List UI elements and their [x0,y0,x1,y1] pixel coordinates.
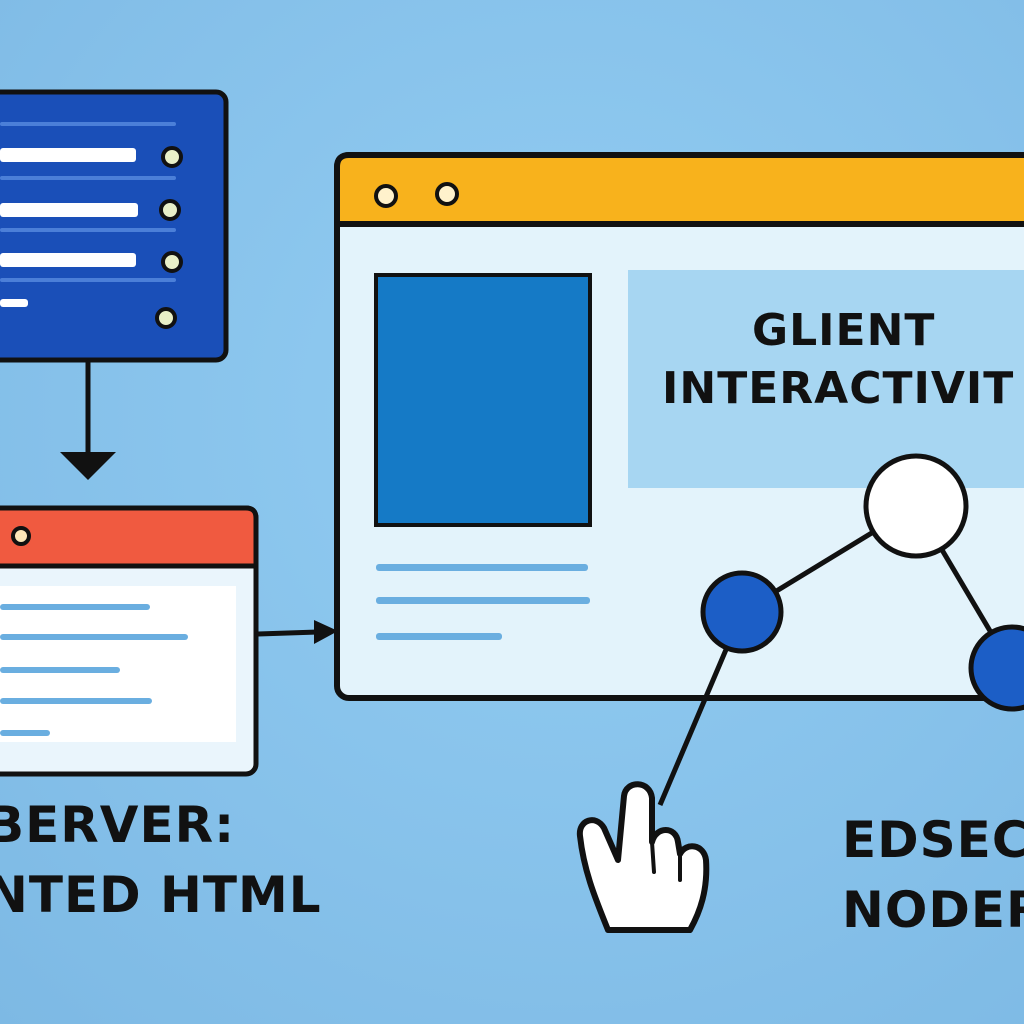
server-status-dot [155,307,177,329]
edge-caption-line-2: NODER [842,881,1024,939]
highlight-block [374,273,592,527]
client-interactivity-label: GLIENT INTERACTIVIT [628,270,1024,488]
text-line [0,667,120,673]
server-row-bar [0,253,136,267]
server-row-bar [0,148,136,162]
server-window [0,89,229,363]
arrow-right-icon [255,620,338,644]
text-line [0,698,152,704]
server-caption-line-1: BERVER: [0,796,236,854]
text-line [0,730,50,736]
edge-caption-line-1: EDSEC [842,811,1024,869]
text-line [376,633,502,640]
graph-node-filled [700,570,784,654]
panel-label-line-1: GLIENT [752,305,936,356]
server-window-frame [0,89,229,363]
interactivity-panel [628,270,1024,488]
rendered-window-content [0,586,236,742]
server-row-divider [0,176,176,180]
node-graph [657,453,1024,806]
text-line [376,564,588,571]
server-caption-line-2: NTED HTML [0,866,322,924]
server-status-dot [161,146,183,168]
client-browser-window [334,152,1024,701]
panel-label-line-2: INTERACTIVIT [662,363,1015,414]
server-status-dot [159,199,181,221]
text-line [0,634,188,640]
server-row-divider [0,278,176,282]
server-status-dot [161,251,183,273]
server-caption: BERVER: NTED HTML [0,790,322,930]
client-window-titlebar [334,152,1024,227]
text-line [376,597,590,604]
window-button-dot [11,526,31,546]
pointing-hand-icon [576,781,710,933]
server-row-bar [0,299,28,307]
server-row-bar [0,203,138,217]
window-button-dot [435,182,459,206]
server-row-divider [0,228,176,232]
graph-node-empty [863,453,969,559]
graph-node-filled [968,624,1024,712]
window-button-dot [374,184,398,208]
rendered-window-titlebar [0,505,259,569]
rendered-html-window [0,505,259,777]
arrow-down-icon [60,359,116,480]
text-line [0,604,150,610]
edge-caption: EDSEC NODER [842,805,1024,945]
server-row-divider [0,122,176,126]
